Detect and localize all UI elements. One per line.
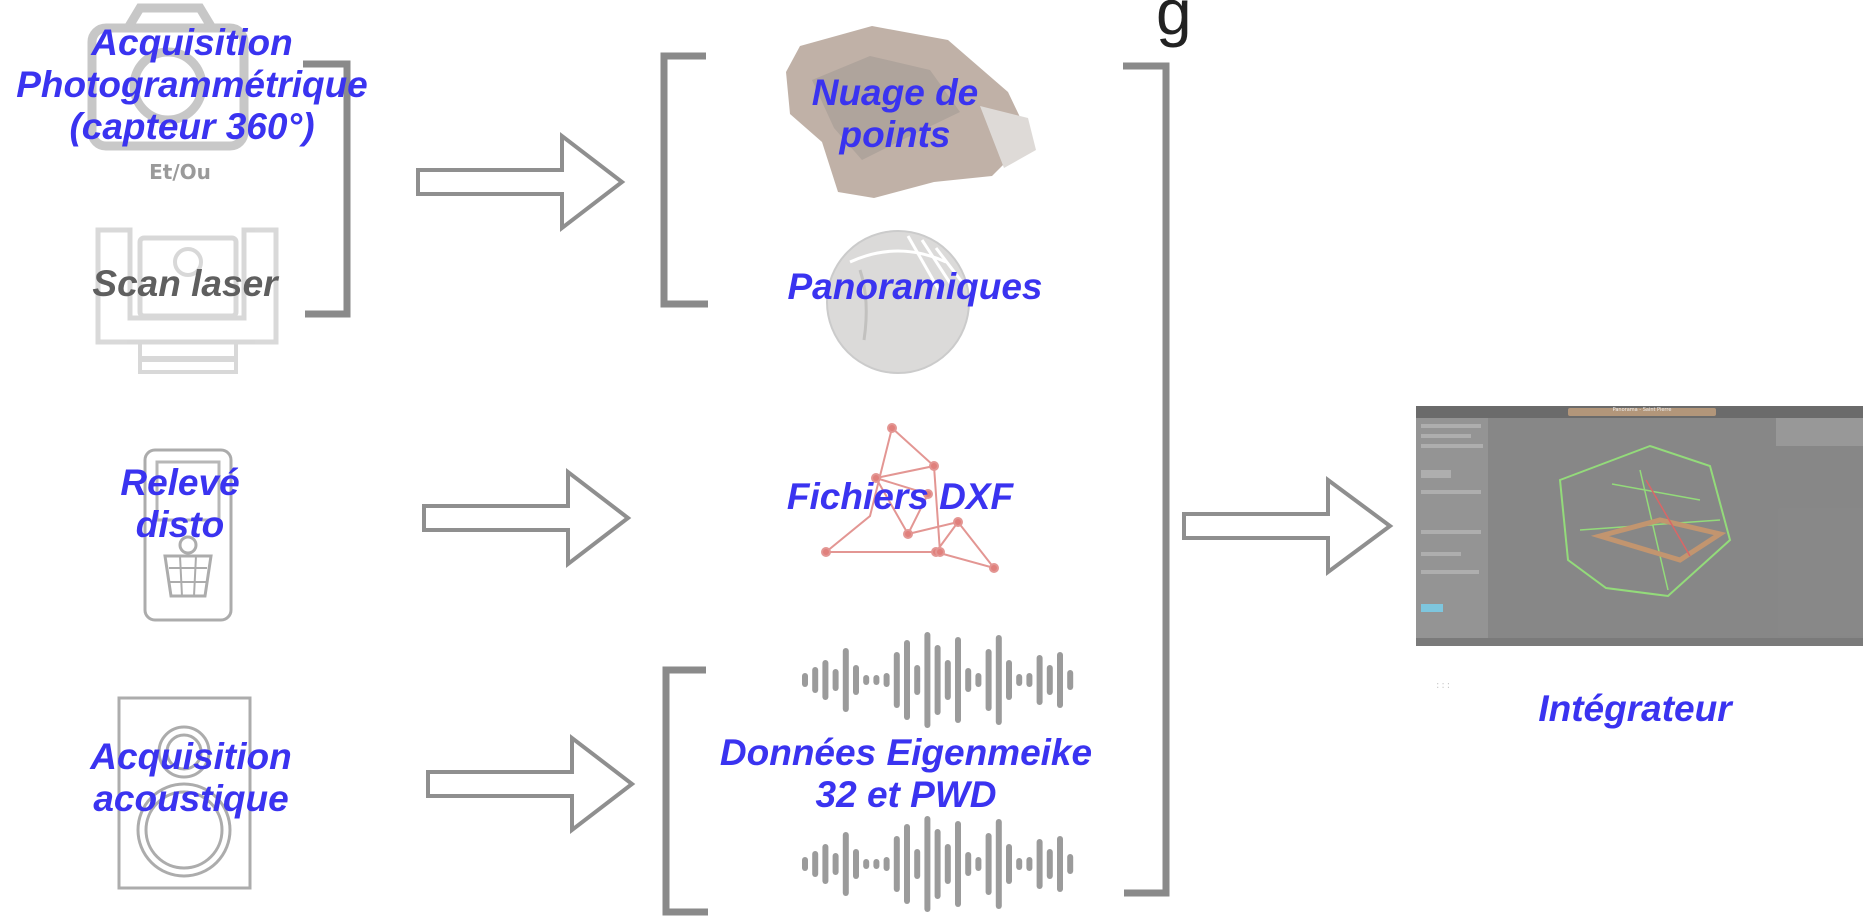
waveform-bar — [1026, 857, 1033, 871]
arrow-acoustic — [426, 733, 636, 835]
waveform-bar — [822, 660, 829, 700]
waveform-bar — [802, 857, 808, 871]
waveform-bar — [873, 859, 880, 869]
waveform-bar — [1036, 839, 1043, 889]
disto-device-icon — [143, 448, 233, 622]
waveform-bar — [934, 829, 941, 899]
waveform-bar — [812, 667, 819, 693]
waveform-bar — [965, 668, 972, 692]
waveform-bar — [975, 673, 982, 687]
waveform-bar — [832, 669, 839, 691]
waveform-bar — [1006, 660, 1012, 700]
waveform-bar — [1057, 836, 1063, 892]
waveform-bar — [1026, 673, 1033, 687]
waveform-bar — [955, 637, 961, 723]
points-bracket — [660, 52, 708, 308]
waveform-bar — [995, 819, 1002, 909]
waveform-bar — [893, 836, 900, 892]
waveform-bar — [1016, 674, 1023, 686]
integrator-screenshot — [1416, 406, 1863, 646]
panorama-sphere — [826, 230, 970, 374]
waveform-bar — [965, 852, 972, 876]
arrow-disto — [422, 467, 632, 569]
dxf-drawing — [821, 423, 999, 573]
waveform-bar — [1067, 854, 1074, 874]
waveform-bar — [802, 673, 808, 687]
waveform-bar — [914, 849, 921, 879]
waveform-bar — [1067, 670, 1074, 690]
waveform-bar — [924, 632, 931, 728]
laser-label: Scan laser — [92, 263, 278, 304]
point-cloud-label: Nuage de points — [811, 72, 979, 155]
waveform-bar — [904, 640, 910, 720]
waveform-bottom — [802, 816, 1074, 912]
waveform-bar — [863, 675, 870, 685]
waveform-bar — [944, 660, 951, 700]
acoustic-bracket — [662, 666, 708, 916]
waveform-bar — [995, 635, 1002, 725]
waveform-bar — [893, 652, 900, 708]
waveform-bar — [1036, 655, 1043, 705]
eigenmike-label: Données Eigenmeike 32 et PWD — [719, 732, 1093, 815]
waveform-bar — [1046, 665, 1053, 695]
integrator-screenshot-title: Panorama - Saint Pierre — [1612, 407, 1672, 413]
title-fragment: g — [1156, 0, 1192, 48]
waveform-bar — [944, 844, 951, 884]
waveform-bar — [812, 851, 819, 877]
waveform-bar — [1006, 844, 1012, 884]
waveform-bar — [883, 673, 890, 687]
camera-icon — [87, 3, 249, 151]
waveform-bar — [883, 857, 890, 871]
waveform-bar — [955, 821, 961, 907]
outputs-bracket — [1123, 62, 1170, 897]
source-bracket — [303, 60, 351, 318]
waveform-bar — [853, 665, 859, 695]
waveform-bar — [1057, 652, 1063, 708]
waveform-bar — [975, 857, 982, 871]
arrow-integrator — [1182, 476, 1394, 576]
waveform-bar — [924, 816, 931, 912]
waveform-bar — [914, 665, 921, 695]
acoustic-label: Acquisition acoustique — [90, 736, 292, 819]
waveform-bar — [873, 675, 880, 685]
arrow-photogrammetry — [416, 131, 626, 233]
laser-scanner-icon — [95, 227, 279, 374]
waveform-bar — [842, 832, 849, 896]
waveform-bar — [822, 844, 829, 884]
waveform-bar — [1046, 849, 1053, 879]
dxf-label: Fichiers DXF — [786, 476, 1014, 517]
panoramas-label: Panoramiques — [787, 266, 1043, 307]
waveform-bar — [853, 849, 859, 879]
waveform-bar — [985, 833, 992, 895]
waveform-bar — [842, 648, 849, 712]
speaker-icon — [117, 696, 252, 890]
waveform-bar — [934, 645, 941, 715]
waveform-bar — [985, 649, 992, 711]
photogrammetry-label: Acquisition Photogrammétrique (capteur 3… — [16, 22, 368, 147]
and-or-label: Et/Ou — [149, 160, 211, 184]
waveform-bar — [863, 859, 870, 869]
integrator-label: Intégrateur — [1538, 688, 1732, 729]
waveform-bar — [904, 824, 910, 904]
disto-label: Relevé disto — [120, 462, 240, 545]
point-cloud-image — [786, 26, 1036, 198]
waveform-bar — [832, 853, 839, 875]
screenshot-dots: ::: — [1436, 680, 1453, 691]
waveform-top — [802, 632, 1074, 728]
waveform-bar — [1016, 858, 1023, 870]
